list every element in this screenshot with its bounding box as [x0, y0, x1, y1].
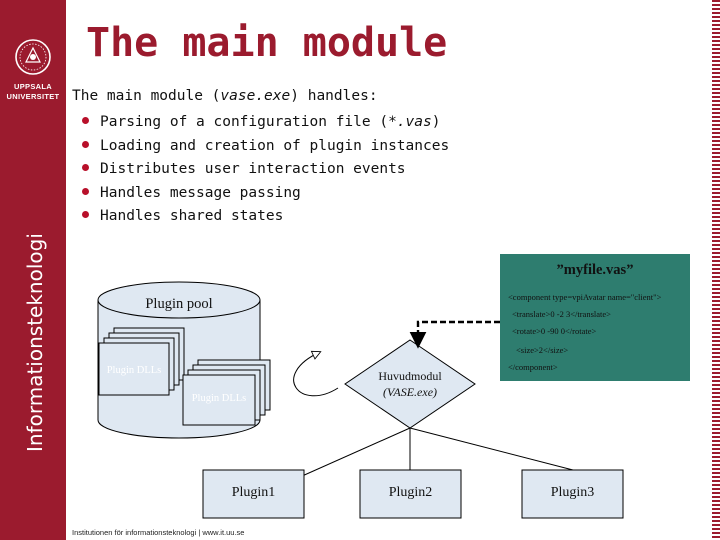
config-line: <component type=vpiAvatar name="client"> [508, 292, 662, 302]
config-line: <translate>0 -2 3</translate> [512, 309, 611, 319]
main-module-diamond [344, 339, 476, 429]
sidebar-band: UPPSALA UNIVERSITET Informationsteknolog… [0, 0, 66, 540]
intro-suffix: ) handles: [290, 88, 378, 104]
config-file-box [500, 254, 690, 381]
plugin1-label: Plugin1 [231, 485, 276, 500]
intro-prefix: The main module ( [72, 88, 221, 104]
bullet-item: Distributes user interaction events [82, 158, 449, 182]
plugin-pool-label: Plugin pool [145, 296, 213, 312]
plugin-dlls-label: Plugin DLLs [191, 393, 247, 404]
university-seal-icon [15, 39, 51, 75]
main-module-label: Huvudmodul [378, 369, 442, 383]
bullet-dot-icon [82, 140, 89, 148]
plugin2-label: Plugin2 [388, 485, 433, 500]
load-plugin-curved-arrow [293, 352, 339, 397]
footer-text: Institutionen för informationsteknologi … [72, 528, 245, 537]
plugin3-box [521, 469, 624, 519]
plugin2-box [359, 469, 462, 519]
main-module-sublabel: (VASE.exe) [382, 385, 438, 399]
bullet-dot-icon [82, 187, 89, 195]
edge-main-to-plugin3 [409, 427, 574, 471]
config-line: </component> [508, 362, 558, 372]
plugin3-label: Plugin3 [550, 485, 595, 500]
bullet-dot-icon [82, 117, 89, 124]
intro-exe-name: vase.exe [220, 88, 291, 104]
bullet-item: Handles message passing [82, 182, 449, 206]
bullet-dot-icon [82, 211, 89, 218]
slide-title: The main module [86, 20, 448, 66]
config-line: <size>2</size> [516, 345, 569, 355]
bullet-item: Handles shared states [82, 205, 449, 229]
bullet-list: Parsing of a configuration file (*.vas) … [82, 111, 449, 229]
plugin1-box [202, 469, 305, 519]
right-stripe-decoration [712, 0, 720, 540]
bullet-dot-icon [82, 164, 89, 171]
bullet-item: Parsing of a configuration file (*.vas) [82, 111, 449, 135]
plugin-dll-stack-1 [98, 327, 185, 396]
config-line: <rotate>0 -90 0</rotate> [512, 326, 597, 336]
config-file-title: ”myfile.vas” [556, 262, 634, 278]
intro-text: The main module (vase.exe) handles: [72, 88, 378, 104]
plugin-dlls-label: Plugin DLLs [106, 365, 162, 376]
university-name-line1: UPPSALA [14, 82, 52, 91]
plugin-dll-stack-2 [182, 359, 271, 426]
bullet-item: Loading and creation of plugin instances [82, 135, 449, 159]
config-to-main-dashed-arrow [409, 320, 500, 349]
university-name-line2: UNIVERSITET [6, 92, 60, 101]
